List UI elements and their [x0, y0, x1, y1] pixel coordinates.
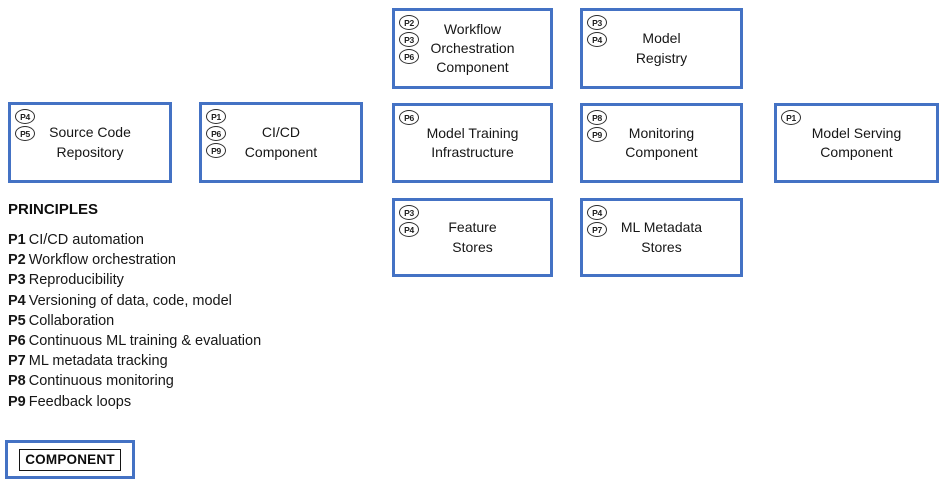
- component-label: Model Training Infrastructure: [426, 124, 519, 160]
- principle-badge-p4: P4: [15, 109, 35, 124]
- principle-text: Continuous ML training & evaluation: [28, 333, 262, 350]
- principle-text: CI/CD automation: [28, 232, 144, 248]
- principle-badge-p3: P3: [399, 205, 419, 220]
- component-label: Model Serving Component: [811, 124, 902, 160]
- principle-badges: P1: [781, 110, 801, 125]
- principle-badge-p4: P4: [587, 32, 607, 47]
- principle-id: P4: [8, 292, 26, 309]
- principle-id: P3: [8, 272, 26, 289]
- principle-badges: P6: [399, 110, 419, 125]
- principle-text: Versioning of data, code, model: [28, 292, 232, 309]
- component-label: Source Code Repository: [49, 124, 131, 160]
- principle-id: P2: [8, 252, 26, 269]
- principle-text: Feedback loops: [28, 393, 132, 410]
- component-label: Model Registry: [635, 30, 688, 66]
- principle-badge-p7: P7: [587, 222, 607, 237]
- principle-badge-p3: P3: [587, 15, 607, 30]
- component-label: CI/CD Component: [244, 124, 318, 160]
- component-box-model-serving: P1 Model Serving Component: [774, 103, 939, 183]
- principle-badge-p3: P3: [399, 32, 419, 47]
- principles-heading: PRINCIPLES: [8, 201, 99, 218]
- principle-id: P1: [8, 232, 26, 248]
- legend-component-box: COMPONENT: [5, 440, 135, 479]
- principle-id: P6: [8, 333, 26, 350]
- principle-badge-p9: P9: [206, 143, 226, 158]
- component-box-model-training-infrastructure: P6 Model Training Infrastructure: [392, 103, 553, 183]
- component-label: Monitoring Component: [625, 124, 698, 160]
- principle-badge-p2: P2: [399, 15, 419, 30]
- principle-badge-p8: P8: [587, 110, 607, 125]
- principle-badge-p9: P9: [587, 127, 607, 142]
- principle-badge-p5: P5: [15, 126, 35, 141]
- principle-badge-p6: P6: [399, 110, 419, 125]
- legend-component-label: COMPONENT: [19, 448, 121, 471]
- principle-badge-p1: P1: [206, 109, 226, 124]
- principle-badge-p6: P6: [206, 126, 226, 141]
- principle-text: ML metadata tracking: [28, 353, 168, 370]
- principle-badge-p1: P1: [781, 110, 801, 125]
- principle-text: Reproducibility: [28, 272, 124, 289]
- component-label: Feature Stores: [448, 219, 497, 255]
- principle-badge-p4: P4: [399, 222, 419, 237]
- principle-badge-p4: P4: [587, 205, 607, 220]
- principle-id: P7: [8, 353, 26, 370]
- component-label: ML Metadata Stores: [620, 219, 703, 255]
- principle-text: Collaboration: [28, 312, 115, 329]
- principle-text: Continuous monitoring: [28, 373, 174, 390]
- principle-badge-p6: P6: [399, 49, 419, 64]
- principle-text: Workflow orchestration: [28, 252, 176, 269]
- principle-id: P8: [8, 373, 26, 390]
- component-label: Workflow Orchestration Component: [430, 20, 515, 76]
- principle-id: P5: [8, 312, 26, 329]
- principle-id: P9: [8, 393, 26, 410]
